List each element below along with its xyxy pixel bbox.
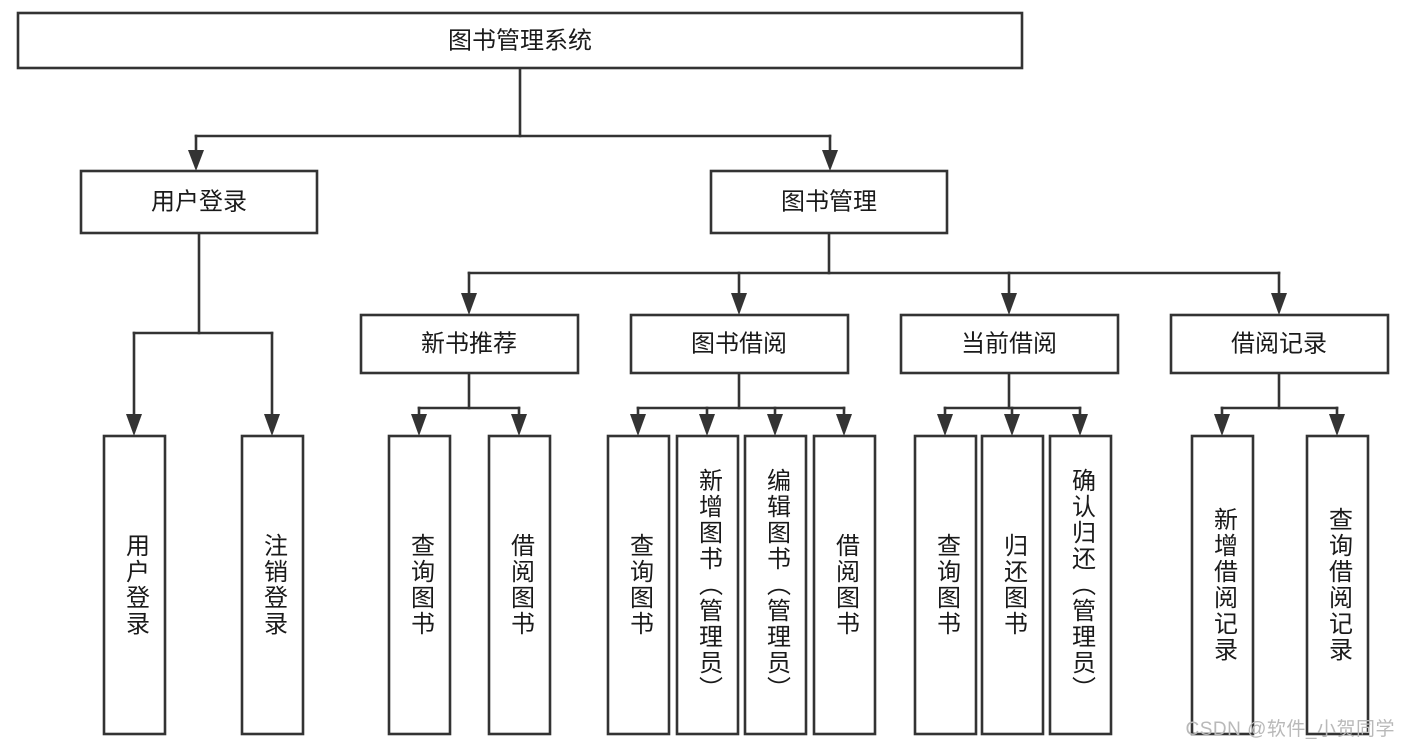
leaf-box-5[interactable] xyxy=(675,434,740,736)
node-user-login-label: 用户登录 xyxy=(151,188,247,215)
arrow-leaf-cb-query xyxy=(937,414,953,436)
arrow-leaf-user-login xyxy=(126,414,142,436)
leaf-box-2[interactable] xyxy=(387,434,452,736)
arrow-leaf-br-query xyxy=(1329,414,1345,436)
node-root-box[interactable] xyxy=(16,11,1024,70)
arrow-leaf-logout xyxy=(264,414,280,436)
leaf-box-4[interactable] xyxy=(606,434,671,736)
leaf-box-3[interactable] xyxy=(487,434,552,736)
connector-group xyxy=(126,66,1345,436)
node-borrow-record-label: 借阅记录 xyxy=(1231,330,1327,357)
leaf-box-9[interactable] xyxy=(980,434,1045,736)
arrow-to-book-borrow xyxy=(731,293,747,315)
arrow-leaf-bb-query xyxy=(630,414,646,436)
leaf-box-7[interactable] xyxy=(812,434,877,736)
arrow-to-borrow-record xyxy=(1271,293,1287,315)
node-current-borrow-label: 当前借阅 xyxy=(961,330,1057,357)
leaf-box-12[interactable] xyxy=(1305,434,1370,736)
node-root-label: 图书管理系统 xyxy=(448,27,592,54)
node-book-borrow-box[interactable] xyxy=(629,313,850,375)
node-user-login-box[interactable] xyxy=(79,169,319,235)
leaf-box-1[interactable] xyxy=(240,434,305,736)
node-new-book-label: 新书推荐 xyxy=(421,330,517,357)
node-borrow-record-box[interactable] xyxy=(1169,313,1390,375)
leaf-box-0[interactable] xyxy=(102,434,167,736)
arrow-leaf-br-add xyxy=(1214,414,1230,436)
arrow-to-new-book xyxy=(461,293,477,315)
node-new-book-box[interactable] xyxy=(359,313,580,375)
arrow-leaf-cb-return xyxy=(1004,414,1020,436)
arrow-leaf-bb-add xyxy=(699,414,715,436)
csdn-watermark: CSDN @软件_小贺同学 xyxy=(1185,719,1395,740)
arrow-leaf-bb-borrow xyxy=(836,414,852,436)
leaf-box-10[interactable] xyxy=(1048,434,1113,736)
node-book-manage-label: 图书管理 xyxy=(781,188,877,215)
arrow-leaf-bb-edit xyxy=(767,414,783,436)
node-book-borrow-label: 图书借阅 xyxy=(691,330,787,357)
arrow-leaf-cb-confirm xyxy=(1072,414,1088,436)
arrow-to-book-manage xyxy=(822,150,838,171)
horizontal-label-group: 图书管理系统 用户登录 图书管理 新书推荐 图书借阅 当前借阅 借阅记录 xyxy=(151,27,1327,357)
leaf-box-11[interactable] xyxy=(1190,434,1255,736)
arrow-to-current-borrow xyxy=(1001,293,1017,315)
arrow-leaf-nb-query xyxy=(411,414,427,436)
arrow-to-user-login xyxy=(188,150,204,171)
leaf-box-8[interactable] xyxy=(913,434,978,736)
node-book-manage-box[interactable] xyxy=(709,169,949,235)
leaf-box-6[interactable] xyxy=(743,434,808,736)
node-current-borrow-box[interactable] xyxy=(899,313,1120,375)
arrow-leaf-nb-borrow xyxy=(511,414,527,436)
node-box-group xyxy=(16,11,1390,736)
